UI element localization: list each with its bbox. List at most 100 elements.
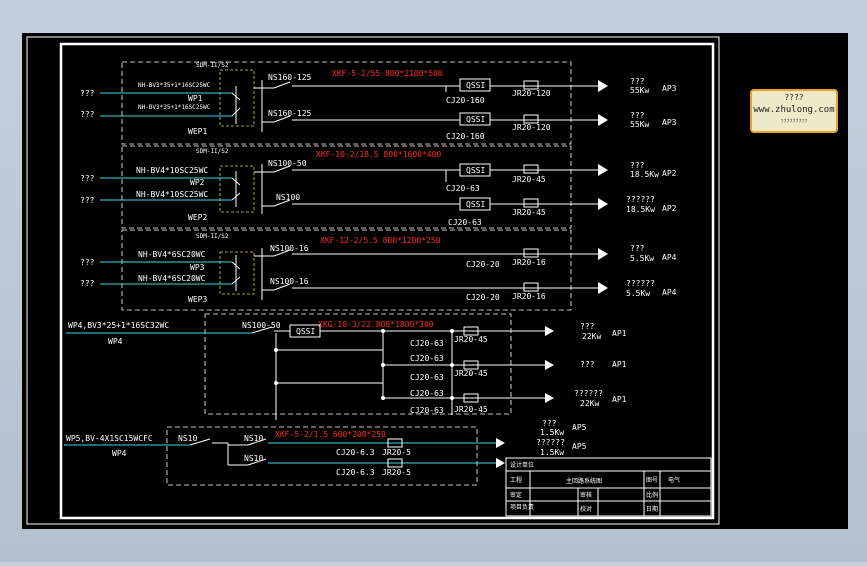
load-name: ??? [580, 322, 595, 331]
qssi-label: QSSI [296, 327, 315, 336]
cj-label: CJ20-6.3 [336, 468, 375, 477]
ap-label: AP3 [662, 118, 677, 127]
group-wp4: WP4,BV3*25+1*16SC32WC WP4 NS100-50 QSSI … [66, 321, 627, 420]
jr-label: JR20-5 [382, 468, 411, 477]
jr-label: JR20-45 [454, 335, 488, 344]
ap-label: AP5 [572, 442, 587, 451]
ns-label: NS100 [276, 193, 300, 202]
switch-label: WP2 [190, 178, 205, 187]
qssi-label: QSSI [466, 81, 485, 90]
group-label: WEP3 [188, 295, 207, 304]
load-name: ?????? [626, 279, 655, 288]
cabinet-box-3 [121, 229, 572, 311]
load-name: ??? [580, 360, 595, 369]
cj-label: CJ20-6.3 [336, 448, 375, 457]
cabinet-label-5: XKF-5-2/1.5 600*200*250 [275, 430, 386, 439]
source-label: ??? [80, 279, 95, 288]
feeder-label: NH-BV4*10SC25WC [136, 190, 208, 199]
changeover-box-1 [219, 69, 255, 127]
tb-right-label: 图号 [646, 477, 658, 484]
qssi-label: QSSI [466, 200, 485, 209]
load-kw: 18.5Kw [630, 170, 659, 179]
cj-label: CJ20-63 [446, 184, 480, 193]
feeder-label: WP4,BV3*25+1*16SC32WC [68, 321, 169, 330]
ns-label: NS100-16 [270, 244, 309, 253]
cj-label: CJ20-63 [448, 218, 482, 227]
row-1: NS160-125 QSSI CJ20-160 JR20-120 ??? 55K… [262, 73, 677, 105]
ap-label: AP1 [612, 360, 627, 369]
cabinet-label-4: XKG-10-3/22 800*1800*300 [318, 320, 434, 329]
jr-label: JR20-120 [512, 123, 551, 132]
feeder-label: NH-BV3*35+1*16SC25WC [138, 104, 211, 111]
jr-label: JR20-45 [454, 405, 488, 414]
cabinet-box-4 [204, 313, 512, 415]
row-5: NS100-16 CJ20-20 JR20-16 ??? 5.5Kw AP4 [262, 244, 677, 269]
cj-label: CJ20-160 [446, 132, 485, 141]
qssi-label: QSSI [466, 166, 485, 175]
tb-row-label: 项目负责 [510, 503, 534, 511]
ap-label: AP4 [662, 288, 677, 297]
ap-label: AP1 [612, 395, 627, 404]
cj-label: CJ20-63 [410, 373, 444, 382]
feeder-label: WP5,BV-4X1SC15WCFC [66, 434, 153, 443]
load-name: ?????? [536, 438, 565, 447]
source-label: ??? [80, 174, 95, 183]
load-kw: 1.5Kw [540, 448, 564, 457]
jr-label: JR20-5 [382, 448, 411, 457]
load-kw: 22Kw [582, 332, 601, 341]
changeover-box-2 [219, 165, 255, 213]
feeder-label: NH-BV4*6SC20WC [138, 274, 206, 283]
watermark-line3: ????????? [780, 119, 807, 125]
ap-label: AP3 [662, 84, 677, 93]
qssi-label: QSSI [466, 115, 485, 124]
source-label: ??? [80, 258, 95, 267]
load-name: ??? [630, 161, 645, 170]
ns-label: NS100-50 [242, 321, 281, 330]
jr-label: JR20-16 [512, 292, 546, 301]
watermark-logo: ???? www.zhulong.com ????????? [750, 89, 838, 133]
box-label: SDM-II/S2 [196, 233, 229, 240]
ns-label: NS10 [178, 434, 197, 443]
ns-label: NS160-125 [268, 73, 312, 82]
feeder-label: NH-BV4*6SC20WC [138, 250, 206, 259]
group-label: WEP2 [188, 213, 207, 222]
title-block: 设计单位 工程 主回路系统图 审定 项目负责 审核 校对 图号 比例 日期 电气 [505, 457, 712, 517]
row-4: NS100 QSSI CJ20-63 JR20-45 ?????? 18.5Kw… [262, 193, 677, 227]
watermark-site: www.zhulong.com [753, 105, 834, 115]
feeder-label: NH-BV4*10SC25WC [136, 166, 208, 175]
load-kw: 55Kw [630, 120, 649, 129]
load-kw: 1.5Kw [540, 428, 564, 437]
jr-label: JR20-120 [512, 89, 551, 98]
load-name: ??? [542, 419, 557, 428]
ap-label: AP2 [662, 169, 677, 178]
outer-frame [26, 36, 720, 525]
group-wp5: WP5,BV-4X1SC15WCFC WP4 NS10 NS10 NS10 CJ… [64, 419, 587, 477]
load-kw: 55Kw [630, 86, 649, 95]
ns-label: NS100-16 [270, 277, 309, 286]
load-kw: 18.5Kw [626, 205, 655, 214]
group-wep1: SDM-II/S2 NH-BV3*35+1*16SC25WC NH-BV3*35… [80, 62, 263, 136]
group-label: WEP1 [188, 127, 207, 136]
qssi-box [459, 78, 491, 92]
tb-mid-label: 校对 [580, 505, 592, 513]
box-label: SDM-II/S2 [196, 148, 229, 155]
row-2: NS160-125 QSSI CJ20-160 JR20-120 ??? 55K… [262, 109, 677, 141]
load-kw: 5.5Kw [626, 289, 650, 298]
tb-header: 设计单位 [510, 461, 534, 469]
source-label: ??? [80, 196, 95, 205]
load-name: ?????? [574, 389, 603, 398]
cabinet-label-2: XKF-10-2/18.5 800*1600*400 [316, 150, 441, 159]
tb-right-label: 日期 [646, 505, 658, 513]
source-label: ??? [80, 89, 95, 98]
source-label: ??? [80, 110, 95, 119]
row-6: NS100-16 CJ20-20 JR20-16 ?????? 5.5Kw AP… [262, 277, 677, 302]
inner-frame [59, 42, 715, 520]
watermark-line1: ???? [784, 93, 803, 102]
ap-label: AP4 [662, 253, 677, 262]
changeover-box-3 [219, 251, 255, 295]
tb-project-label: 工程 [510, 476, 522, 484]
jr-label: JR20-45 [454, 369, 488, 378]
row-3: NS100-50 QSSI CJ20-63 JR20-45 ??? 18.5Kw… [262, 159, 677, 193]
group-wep2: SDM-II/S2 NH-BV4*10SC25WC NH-BV4*10SC25W… [80, 148, 263, 222]
